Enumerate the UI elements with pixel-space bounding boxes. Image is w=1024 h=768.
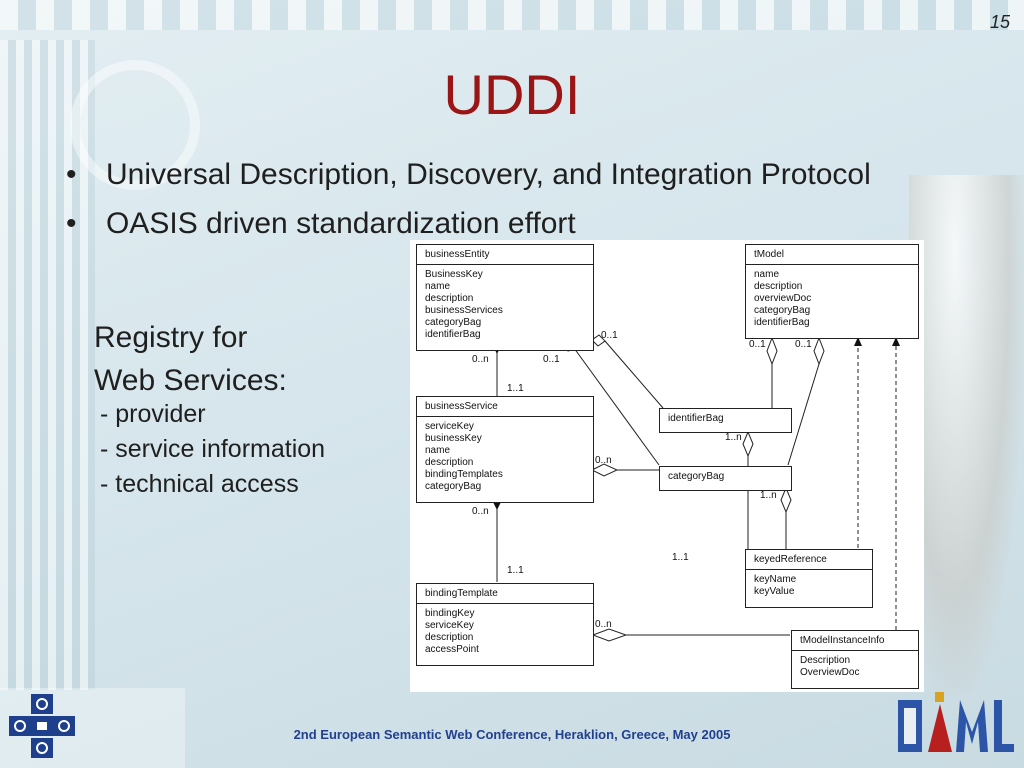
class-attribute: serviceKey [425, 421, 474, 432]
registry-heading-line: Registry for [94, 321, 248, 354]
registry-heading-line: Web Services: [94, 364, 287, 397]
multiplicity-label: 0..1 [601, 330, 618, 341]
class-attribute: categoryBag [425, 481, 482, 492]
class-attribute: identifierBag [754, 317, 810, 328]
class-name: tModelInstanceInfo [792, 631, 918, 651]
class-attribute: keyValue [754, 586, 795, 597]
multiplicity-label: 1..1 [672, 552, 689, 563]
class-tmodel: tModel name description overviewDoc cate… [745, 244, 919, 339]
class-attribute: name [425, 281, 451, 292]
multiplicity-label: 0..1 [749, 339, 766, 350]
aggregation-diamond-icon [742, 430, 754, 458]
multiplicity-label: 0..1 [795, 339, 812, 350]
class-keyedreference: keyedReference keyName keyValue [745, 549, 873, 608]
class-name: categoryBag [668, 471, 725, 482]
uml-diagram: businessEntity BusinessKey name descript… [410, 240, 924, 692]
tmodel-categorybag-link [787, 363, 820, 466]
multiplicity-label: 0..n [472, 354, 489, 365]
greek-key-border-decoration [0, 0, 1024, 30]
registry-item: - technical access [100, 470, 299, 498]
footer-text: 2nd European Semantic Web Conference, He… [293, 727, 731, 742]
aggregation-diamond-icon [766, 336, 778, 366]
bullet-text: Universal Description, Discovery, and In… [106, 158, 871, 191]
class-attribute: accessPoint [425, 644, 479, 655]
web-services-logo-icon [9, 694, 75, 758]
bullet-dot-icon: • [66, 207, 77, 240]
arrowhead-icon [854, 337, 862, 346]
aggregation-diamond-icon [591, 628, 628, 642]
registry-item: - provider [100, 400, 206, 428]
bullet-list: • Universal Description, Discovery, and I… [66, 150, 871, 248]
class-attribute: businessKey [425, 433, 482, 444]
class-identifierbag: identifierBag [659, 408, 792, 433]
uml-connectors [493, 334, 900, 642]
aggregation-diamond-icon [780, 486, 792, 514]
class-attribute: categoryBag [425, 317, 482, 328]
multiplicity-label: 0..1 [543, 354, 560, 365]
class-name: identifierBag [668, 413, 724, 424]
class-attribute: keyName [754, 574, 797, 585]
class-attribute: name [754, 269, 780, 280]
class-attribute: bindingKey [425, 608, 475, 619]
class-bindingtemplate: bindingTemplate bindingKey serviceKey de… [416, 583, 594, 666]
multiplicity-label: 1..1 [507, 565, 524, 576]
slide-number: 15 [989, 12, 1010, 32]
class-businessservice: businessService serviceKey businessKey n… [416, 396, 594, 503]
multiplicity-label: 1..n [725, 432, 742, 443]
bullet-item: • Universal Description, Discovery, and I… [66, 150, 871, 199]
class-attribute: description [425, 293, 474, 304]
class-attribute: OverviewDoc [800, 667, 860, 678]
class-attribute: Description [800, 655, 851, 666]
daml-logo-icon [898, 692, 1014, 752]
class-name: businessEntity [417, 245, 593, 265]
class-attribute: name [425, 445, 451, 456]
multiplicity-label: 1..1 [507, 383, 524, 394]
class-attribute: overviewDoc [754, 293, 812, 304]
column-scroll-decoration [70, 60, 200, 190]
class-attribute: categoryBag [754, 305, 811, 316]
class-attribute: description [425, 632, 474, 643]
aggregation-diamond-icon [590, 463, 619, 477]
registry-items: - provider - service information - techn… [100, 397, 325, 502]
class-attribute: businessServices [425, 305, 503, 316]
class-attribute: identifierBag [425, 329, 481, 340]
class-attribute: bindingTemplates [425, 469, 503, 480]
registry-heading: Registry for Web Services: [94, 316, 287, 402]
class-name: businessService [417, 397, 593, 417]
class-name: keyedReference [746, 550, 872, 570]
multiplicity-label: 0..n [595, 619, 612, 630]
multiplicity-label: 0..n [472, 506, 489, 517]
class-businessentity: businessEntity BusinessKey name descript… [416, 244, 594, 351]
class-attribute: BusinessKey [425, 269, 483, 280]
arrowhead-icon [892, 337, 900, 346]
multiplicity-label: 0..n [595, 455, 612, 466]
class-attribute: description [425, 457, 474, 468]
entity-identifierbag-link [604, 340, 664, 409]
slide-title: UDDI [443, 63, 581, 126]
aggregation-diamond-icon [813, 336, 825, 366]
bullet-dot-icon: • [66, 158, 77, 191]
class-name: bindingTemplate [417, 584, 593, 604]
aggregation-diamond-icon [591, 334, 606, 347]
entity-categorybag-link [573, 347, 660, 466]
statue-decoration [909, 175, 1024, 695]
bullet-item: • OASIS driven standardization effort [66, 199, 871, 248]
class-tmodelinstanceinfo: tModelInstanceInfo Description OverviewD… [791, 630, 919, 689]
class-attribute: serviceKey [425, 620, 474, 631]
bullet-text: OASIS driven standardization effort [106, 207, 576, 240]
multiplicity-label: 1..n [760, 490, 777, 501]
class-attribute: description [754, 281, 803, 292]
class-categorybag: categoryBag [659, 466, 792, 491]
registry-item: - service information [100, 435, 326, 463]
class-name: tModel [746, 245, 918, 265]
